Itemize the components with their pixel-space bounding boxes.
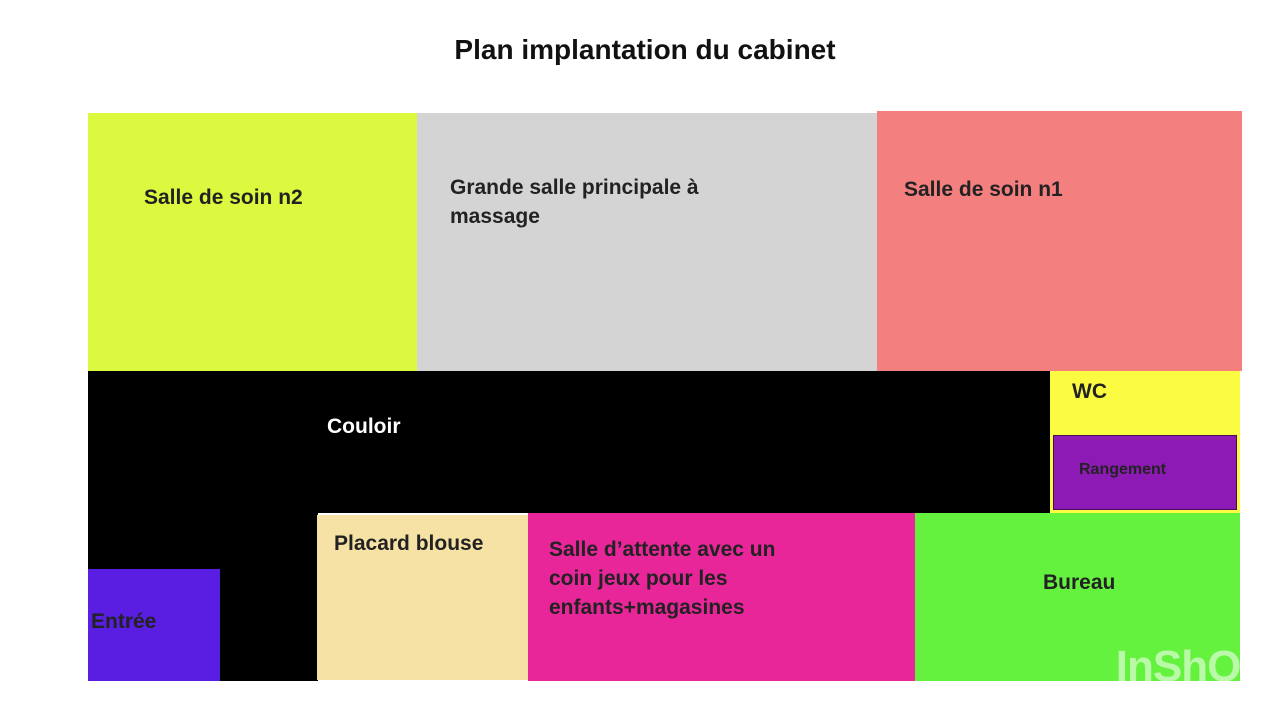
room-couloir-label: Couloir (327, 415, 401, 438)
room-entree-label: Entrée (91, 610, 157, 633)
room-salle-soin-1: Salle de soin n1 (877, 111, 1242, 371)
room-placard-blouse-label: Placard blouse (334, 532, 484, 555)
room-grande-salle-label: Grande salle principale à massage (450, 176, 699, 228)
room-salle-soin-2-label: Salle de soin n2 (144, 186, 303, 209)
room-wc-label: WC (1072, 380, 1107, 403)
room-placard-blouse: Placard blouse (317, 515, 529, 680)
room-rangement: Rangement (1053, 435, 1237, 510)
room-salle-soin-1-label: Salle de soin n1 (904, 178, 1063, 201)
room-bureau: Bureau (915, 513, 1240, 681)
room-couloir (88, 370, 1051, 513)
room-salle-attente: Salle d’attente avec un coin jeux pour l… (528, 513, 916, 681)
room-salle-soin-2: Salle de soin n2 (88, 113, 418, 371)
room-grande-salle: Grande salle principale à massage (417, 113, 879, 371)
room-bureau-label: Bureau (1043, 571, 1116, 594)
room-salle-attente-label: Salle d’attente avec un coin jeux pour l… (549, 538, 776, 619)
page-title: Plan implantation du cabinet (454, 34, 836, 65)
room-rangement-label: Rangement (1079, 461, 1167, 478)
watermark-logo: InShOt (1115, 642, 1255, 691)
room-entree: Entrée (88, 569, 220, 681)
